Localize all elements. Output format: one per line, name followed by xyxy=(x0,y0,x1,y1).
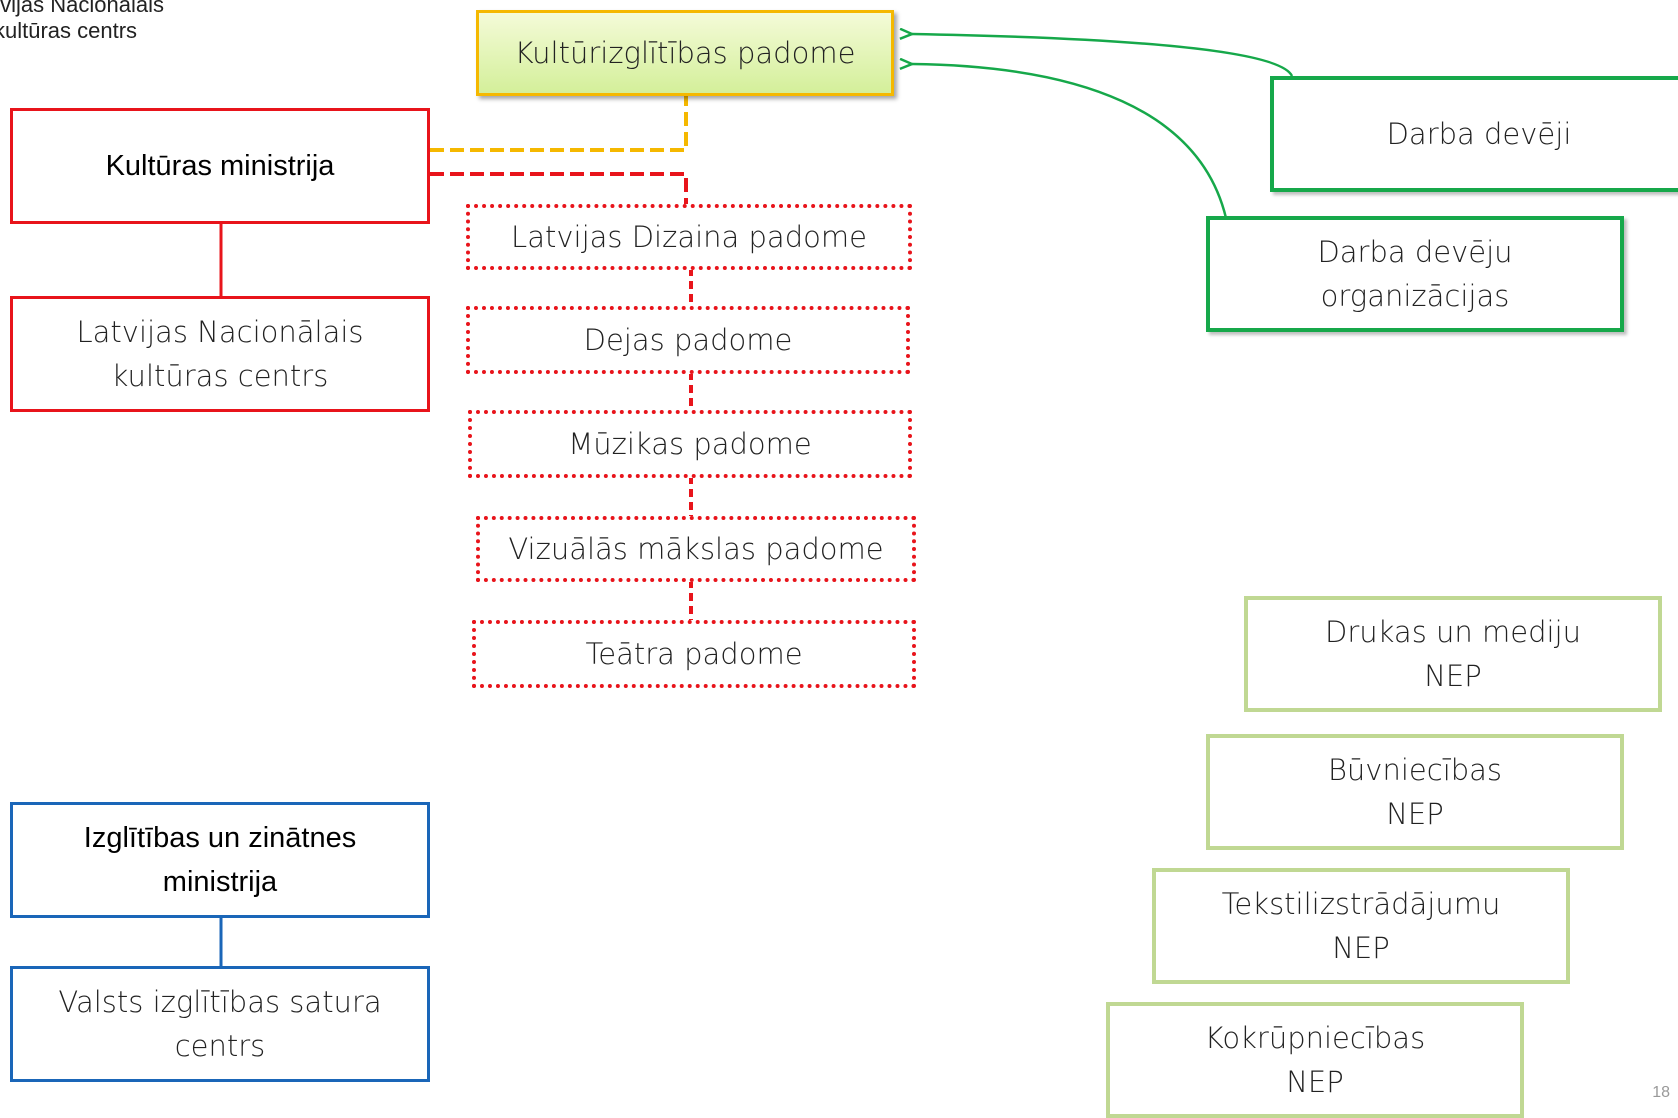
logo-line-2: kultūras centrs xyxy=(0,18,138,43)
kulturizglitibas-padome-label: Kultūrizglītības padome xyxy=(514,36,856,70)
dizaina-padome-box: Latvijas Dizaina padome xyxy=(466,204,912,270)
connector-employers-to-council xyxy=(912,34,1294,77)
drukas-mediju-nep-box: Drukas un mediju NEP xyxy=(1244,596,1662,712)
lnkc-logo: tvijas Nacionālais kultūras centrs xyxy=(0,0,164,44)
darba-deveji-box: Darba devēji xyxy=(1270,76,1678,192)
teatra-padome-label: Teātra padome xyxy=(585,637,803,671)
drukas-mediju-nep-label: Drukas un mediju NEP xyxy=(1325,615,1581,693)
lnkc-box: Latvijas Nacionālais kultūras centrs xyxy=(10,296,430,412)
tekstilizstradajumu-nep-label: Tekstilizstrādājumu NEP xyxy=(1221,887,1501,965)
connector-culture-to-council xyxy=(430,92,688,152)
izm-label: Izglītības un zinātnes ministrija xyxy=(83,822,357,898)
connector-employer-orgs-to-council xyxy=(912,64,1228,219)
visc-label: Valsts izglītības satura centrs xyxy=(58,985,382,1063)
kulturizglitibas-padome-box: Kultūrizglītības padome xyxy=(476,10,894,96)
vizualas-makslas-padome-box: Vizuālās mākslas padome xyxy=(476,516,916,582)
lnkc-label: Latvijas Nacionālais kultūras centrs xyxy=(76,315,364,393)
kokrupniecibas-nep-label: Kokrūpniecības NEP xyxy=(1204,1021,1426,1099)
teatra-padome-box: Teātra padome xyxy=(472,620,916,688)
muzikas-padome-label: Mūzikas padome xyxy=(568,427,812,461)
darba-deveji-label: Darba devēji xyxy=(1386,117,1572,151)
dejas-padome-box: Dejas padome xyxy=(466,306,910,374)
buvniecibas-nep-label: Būvniecības NEP xyxy=(1327,753,1503,831)
connector-culture-to-art-councils xyxy=(430,172,688,204)
vizualas-makslas-padome-label: Vizuālās mākslas padome xyxy=(508,532,884,566)
kulturas-ministrija-box: Kultūras ministrija xyxy=(10,108,430,224)
darba-deveju-org-label: Darba devēju organizācijas xyxy=(1317,235,1513,313)
logo-line-1: tvijas Nacionālais xyxy=(0,0,164,17)
visc-box: Valsts izglītības satura centrs xyxy=(10,966,430,1082)
dizaina-padome-label: Latvijas Dizaina padome xyxy=(511,220,867,254)
page-number: 18 xyxy=(1652,1084,1670,1101)
dejas-padome-label: Dejas padome xyxy=(583,323,793,357)
kokrupniecibas-nep-box: Kokrūpniecības NEP xyxy=(1106,1002,1524,1118)
buvniecibas-nep-box: Būvniecības NEP xyxy=(1206,734,1624,850)
muzikas-padome-box: Mūzikas padome xyxy=(468,410,912,478)
darba-deveju-org-box: Darba devēju organizācijas xyxy=(1206,216,1624,332)
izm-box: Izglītības un zinātnes ministrija xyxy=(10,802,430,918)
tekstilizstradajumu-nep-box: Tekstilizstrādājumu NEP xyxy=(1152,868,1570,984)
kulturas-ministrija-label: Kultūras ministrija xyxy=(105,150,335,182)
